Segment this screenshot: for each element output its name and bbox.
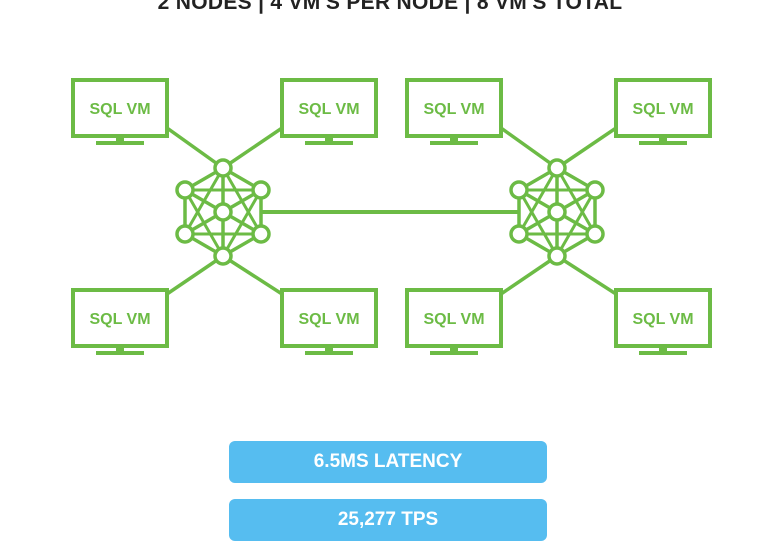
latency-badge: 6.5MS LATENCY xyxy=(229,441,547,483)
monitor-screen xyxy=(405,78,503,138)
monitor-screen xyxy=(280,78,378,138)
node-hub-2 xyxy=(499,126,617,296)
hub-connector-line xyxy=(500,254,558,296)
sql-vm-label: SQL VM xyxy=(632,311,693,328)
hub-connector-line xyxy=(499,126,559,170)
page-title: 2 NODES | 4 VM'S PER NODE | 8 VM'S TOTAL xyxy=(157,0,623,14)
hub-triangle xyxy=(182,164,264,236)
monitor-neck xyxy=(659,346,667,352)
hub-connector-line xyxy=(165,126,225,170)
monitor-neck xyxy=(325,136,333,142)
sql-vm-monitor: SQL VM xyxy=(614,288,712,355)
hub-node-circle xyxy=(547,246,567,266)
monitor-neck xyxy=(659,136,667,142)
monitor-stand xyxy=(639,141,687,145)
monitor-stand xyxy=(305,141,353,145)
monitor-stand xyxy=(305,351,353,355)
hub-node-circle xyxy=(175,224,195,244)
hub-node-circle xyxy=(251,224,271,244)
sql-vm-monitor: SQL VM xyxy=(71,288,169,355)
monitor-screen xyxy=(614,288,712,348)
hub-connector-line xyxy=(222,126,283,170)
hub-node-circle xyxy=(251,180,271,200)
sql-vm-monitor: SQL VM xyxy=(280,288,378,355)
hub-connector-line xyxy=(556,254,617,296)
monitor-stand xyxy=(96,141,144,145)
sql-vm-label: SQL VM xyxy=(298,101,359,118)
monitor-neck xyxy=(116,346,124,352)
hub-connector-line xyxy=(222,254,283,296)
monitor-stand xyxy=(96,351,144,355)
tps-badge: 25,277 TPS xyxy=(229,499,547,541)
monitor-stand xyxy=(430,141,478,145)
node-vm-diagram: SQL VM SQL VM SQL VM SQL VM SQL VM SQL VM SQL … xyxy=(71,78,712,355)
monitor-neck xyxy=(450,136,458,142)
monitor-neck xyxy=(325,346,333,352)
hub-node-circle xyxy=(213,158,233,178)
hub-triangle xyxy=(516,188,598,260)
sql-vm-label: SQL VM xyxy=(89,101,150,118)
hub-triangle xyxy=(182,188,264,260)
monitor-stand xyxy=(639,351,687,355)
sql-vm-label: SQL VM xyxy=(632,101,693,118)
sql-vm-label: SQL VM xyxy=(89,311,150,328)
sql-vm-label: SQL VM xyxy=(423,101,484,118)
sql-vm-monitor: SQL VM xyxy=(614,78,712,145)
hub-node-circle xyxy=(585,180,605,200)
monitor-stand xyxy=(430,351,478,355)
hub-node-circle xyxy=(213,246,233,266)
monitor-neck xyxy=(116,136,124,142)
hub-triangle xyxy=(516,164,598,236)
hub-connector-line xyxy=(166,254,224,296)
hub-node-circle xyxy=(585,224,605,244)
sql-vm-monitor: SQL VM xyxy=(71,78,169,145)
node-hub-1 xyxy=(165,126,283,296)
sql-vm-monitor: SQL VM xyxy=(405,288,503,355)
sql-vm-monitor: SQL VM xyxy=(405,78,503,145)
hub-node-circle xyxy=(509,224,529,244)
monitor-screen xyxy=(71,78,169,138)
hub-node-circle xyxy=(175,180,195,200)
hub-node-circle xyxy=(509,180,529,200)
monitor-screen xyxy=(614,78,712,138)
hub-node-circle xyxy=(547,158,567,178)
monitor-neck xyxy=(450,346,458,352)
hub-connector-line xyxy=(556,126,617,170)
hub-node-circle xyxy=(547,202,567,222)
sql-vm-label: SQL VM xyxy=(423,311,484,328)
sql-vm-label: SQL VM xyxy=(298,311,359,328)
hub-node-circle xyxy=(213,202,233,222)
sql-vm-monitor: SQL VM xyxy=(280,78,378,145)
